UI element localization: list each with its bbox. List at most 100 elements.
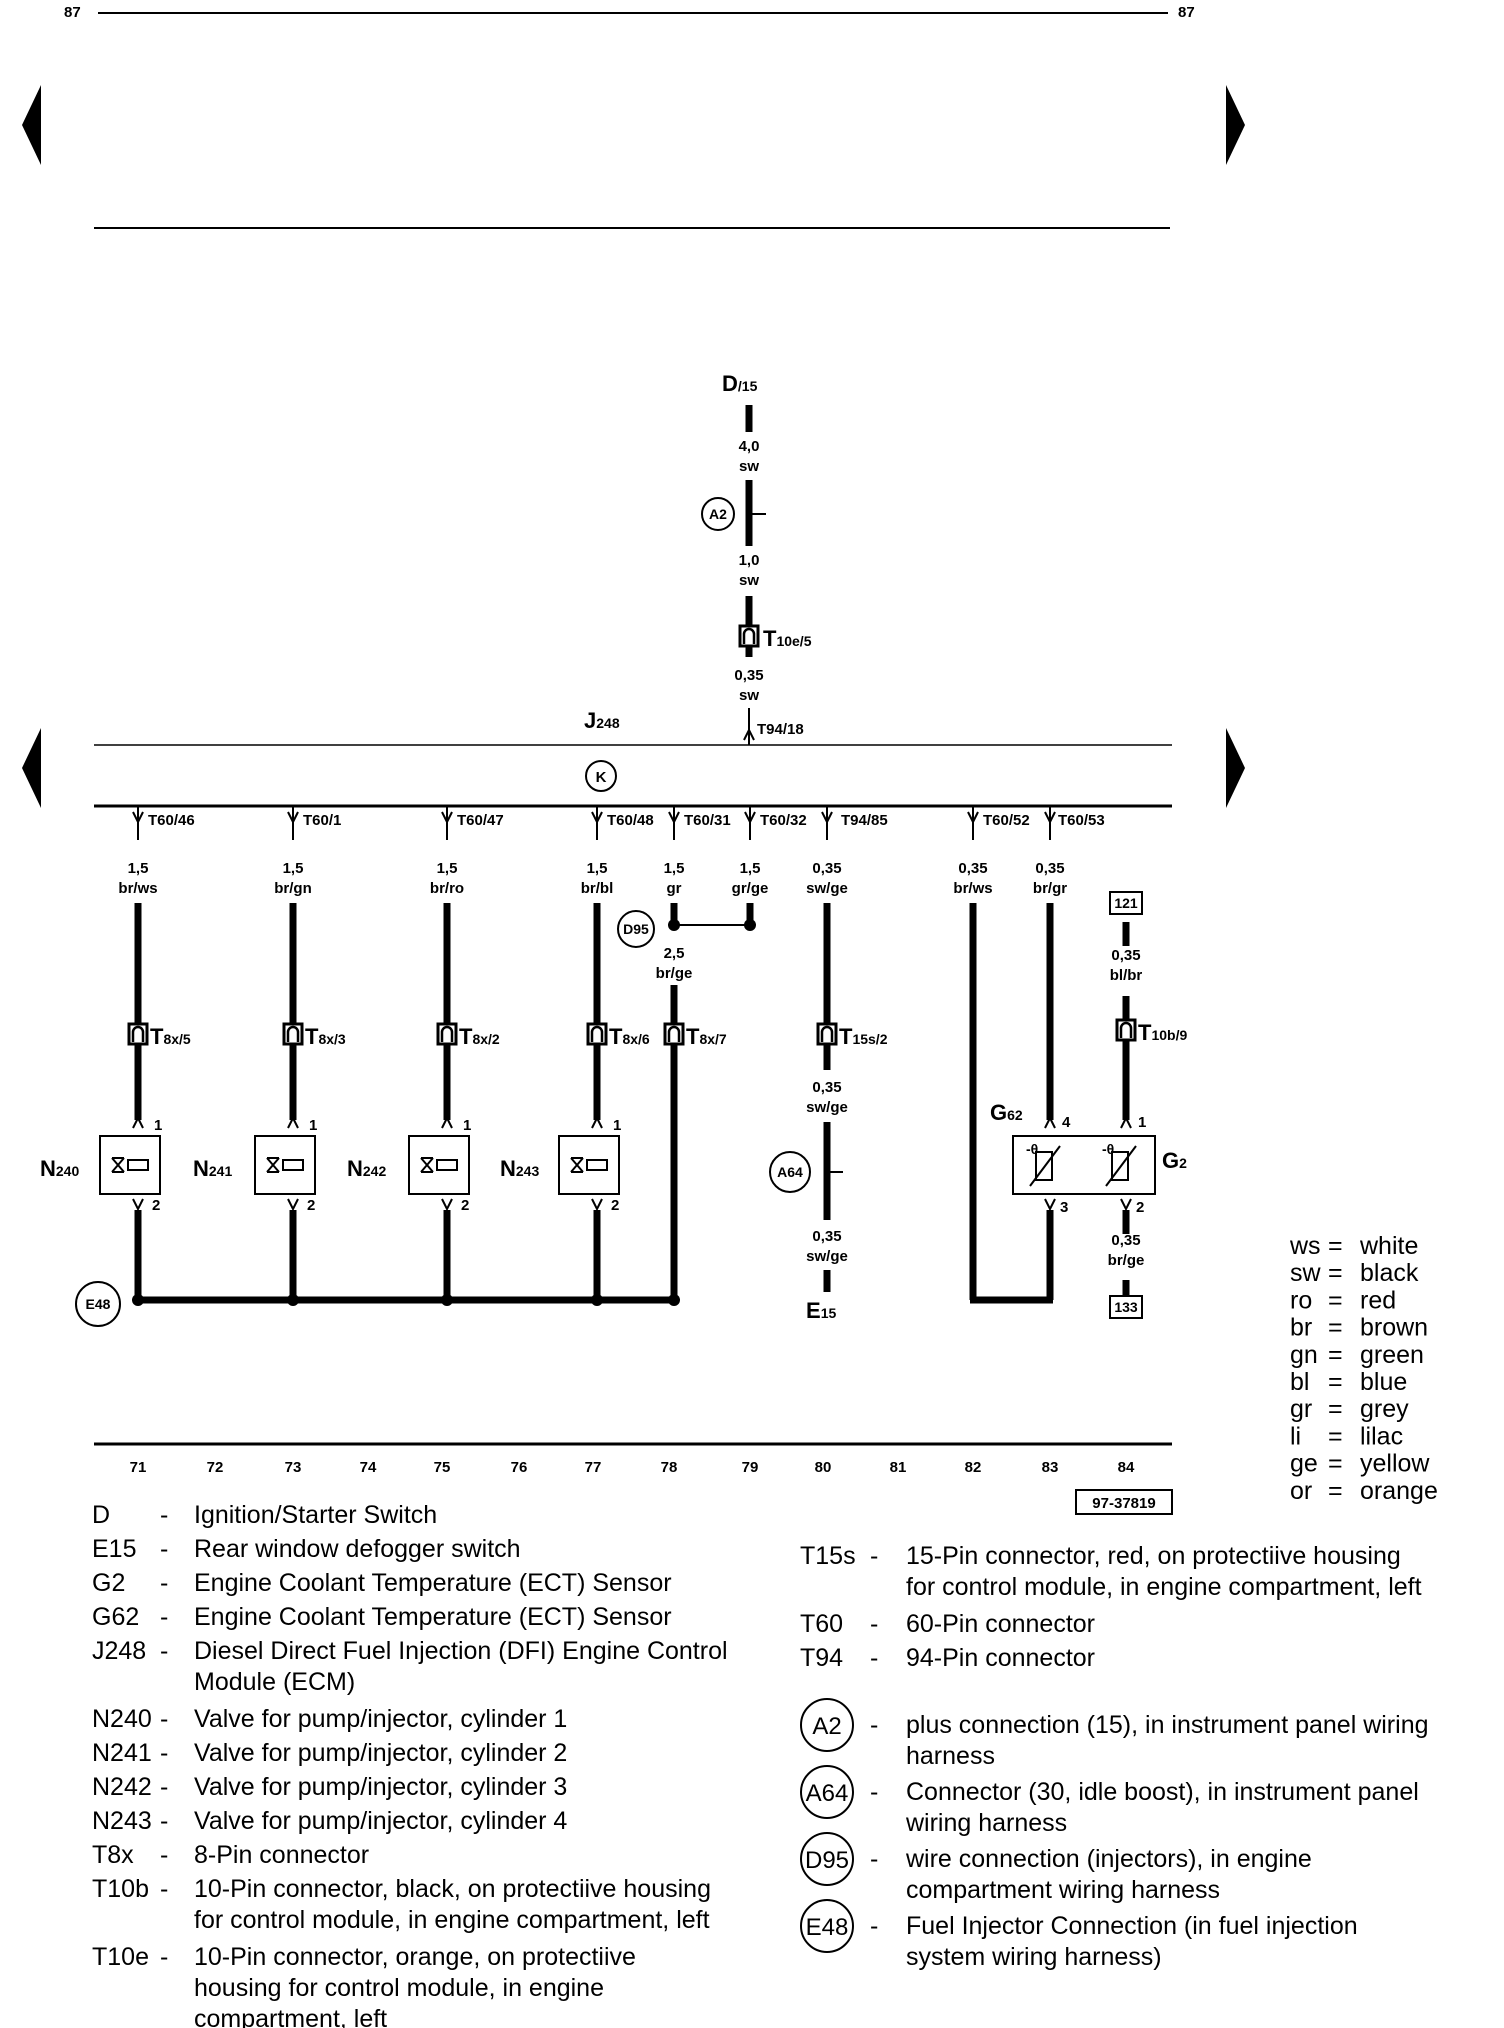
legend-dash: - xyxy=(160,1739,168,1767)
injector-valve-n241: 1 2 N241 xyxy=(193,1117,317,1214)
svg-text:D/15: D/15 xyxy=(722,371,758,396)
track-number: 73 xyxy=(285,1459,302,1476)
svg-text:2,5: 2,5 xyxy=(664,945,685,962)
svg-text:T60/47: T60/47 xyxy=(457,812,504,829)
wire-a2-color: sw xyxy=(739,572,759,589)
svg-text:1,5: 1,5 xyxy=(664,860,685,877)
legend-text: for control module, in engine compartmen… xyxy=(906,1573,1422,1601)
color-name: white xyxy=(1359,1232,1418,1260)
track-number: 78 xyxy=(661,1459,678,1476)
component-legend-right: T15s-15-Pin connector, red, on protectii… xyxy=(800,1542,1422,1672)
svg-text:T60/48: T60/48 xyxy=(607,812,654,829)
wire-80c-color: sw/ge xyxy=(806,1248,848,1265)
wire-d15-color: sw xyxy=(739,458,759,475)
svg-text:1,5: 1,5 xyxy=(740,860,761,877)
legend-text: housing for control module, in engine xyxy=(194,1974,604,2002)
color-equals: = xyxy=(1328,1259,1343,1287)
track-number: 83 xyxy=(1042,1459,1059,1476)
svg-text:T60/31: T60/31 xyxy=(684,812,731,829)
color-name: grey xyxy=(1360,1395,1409,1423)
wire-d15-size: 4,0 xyxy=(739,438,760,455)
wire-t10e-color: sw xyxy=(739,687,759,704)
legend-code: T10e xyxy=(92,1943,149,1971)
svg-text:D95: D95 xyxy=(623,921,649,937)
svg-text:A2: A2 xyxy=(709,506,727,522)
color-equals: = xyxy=(1328,1395,1343,1423)
page-number-left: 87 xyxy=(64,4,81,21)
svg-text:0,35: 0,35 xyxy=(812,860,841,877)
legend-code: T10b xyxy=(92,1875,149,1903)
color-equals: = xyxy=(1328,1422,1343,1450)
injector-valve-n242: 1 2 N242 xyxy=(347,1117,471,1214)
svg-text:br/ws: br/ws xyxy=(118,880,157,897)
svg-text:3: 3 xyxy=(1060,1199,1068,1216)
legend-text: plus connection (15), in instrument pane… xyxy=(906,1711,1429,1739)
color-name: lilac xyxy=(1360,1422,1403,1450)
legend-text: 8-Pin connector xyxy=(194,1841,369,1869)
ground-a64: A64 xyxy=(769,1151,811,1193)
svg-text:2: 2 xyxy=(611,1197,619,1214)
legend-text: Engine Coolant Temperature (ECT) Sensor xyxy=(194,1569,672,1597)
ground-point-symbol xyxy=(800,1765,854,1819)
svg-text:G62: G62 xyxy=(990,1100,1023,1125)
legend-text: compartment wiring harness xyxy=(906,1876,1220,1904)
svg-text:N240: N240 xyxy=(40,1156,79,1181)
wire-80b-color: sw/ge xyxy=(806,1099,848,1116)
legend-code: N241 xyxy=(92,1739,152,1767)
ground-point-code: D95 xyxy=(805,1847,849,1874)
legend-dash: - xyxy=(160,1501,168,1529)
connector-t8x6: T8x/6 xyxy=(586,1022,650,1049)
color-name: blue xyxy=(1360,1368,1407,1396)
track-number: 82 xyxy=(965,1459,982,1476)
ground-point-code: A2 xyxy=(812,1713,841,1740)
svg-text:T60/46: T60/46 xyxy=(148,812,195,829)
svg-text:A64: A64 xyxy=(777,1164,803,1180)
track-number: 75 xyxy=(434,1459,451,1476)
page-next-arrow-mid xyxy=(1226,728,1245,808)
legend-code: T60 xyxy=(800,1610,843,1638)
legend-text: harness xyxy=(906,1742,995,1770)
injector-valve-n243: 1 2 N243 xyxy=(500,1117,621,1214)
svg-text:1,5: 1,5 xyxy=(587,860,608,877)
legend-dash: - xyxy=(870,1711,878,1739)
track-number: 77 xyxy=(585,1459,602,1476)
svg-text:T94/85: T94/85 xyxy=(841,812,888,829)
svg-text:0,35: 0,35 xyxy=(1035,860,1064,877)
legend-dash: - xyxy=(160,1535,168,1563)
legend-text: Fuel Injector Connection (in fuel inject… xyxy=(906,1912,1358,1940)
legend-code: T8x xyxy=(92,1841,134,1869)
svg-text:1: 1 xyxy=(613,1117,621,1134)
legend-text: Connector (30, idle boost), in instrumen… xyxy=(906,1778,1419,1806)
legend-text: Engine Coolant Temperature (ECT) Sensor xyxy=(194,1603,672,1631)
svg-text:E48: E48 xyxy=(86,1296,111,1312)
svg-text:T10b/9: T10b/9 xyxy=(1138,1020,1187,1045)
connector-t8x3: T8x/3 xyxy=(282,1022,346,1049)
pin-t94-18: T94/18 xyxy=(757,721,804,738)
wire-t10e-size: 0,35 xyxy=(734,667,763,684)
connector-t10b: T10b/9 xyxy=(1115,1018,1187,1045)
color-name: orange xyxy=(1360,1477,1438,1505)
track-number: 74 xyxy=(360,1459,377,1476)
component-d: D/15 xyxy=(722,371,758,396)
legend-dash: - xyxy=(160,1943,168,1971)
svg-text:N241: N241 xyxy=(193,1156,232,1181)
legend-dash: - xyxy=(870,1845,878,1873)
legend-text: Valve for pump/injector, cylinder 1 xyxy=(194,1705,567,1733)
svg-text:1: 1 xyxy=(463,1117,471,1134)
track-number: 80 xyxy=(815,1459,832,1476)
track-number: 71 xyxy=(130,1459,147,1476)
svg-text:1: 1 xyxy=(154,1117,162,1134)
svg-text:br/ws: br/ws xyxy=(953,880,992,897)
legend-code: G62 xyxy=(92,1603,139,1631)
svg-text:2: 2 xyxy=(461,1197,469,1214)
svg-text:br/gr: br/gr xyxy=(1033,880,1067,897)
ground-a2: A2 xyxy=(701,497,735,531)
svg-text:1,5: 1,5 xyxy=(128,860,149,877)
color-code: bl xyxy=(1290,1368,1309,1396)
legend-dash: - xyxy=(870,1644,878,1672)
legend-text: Valve for pump/injector, cylinder 3 xyxy=(194,1773,567,1801)
svg-text:G2: G2 xyxy=(1162,1148,1187,1173)
